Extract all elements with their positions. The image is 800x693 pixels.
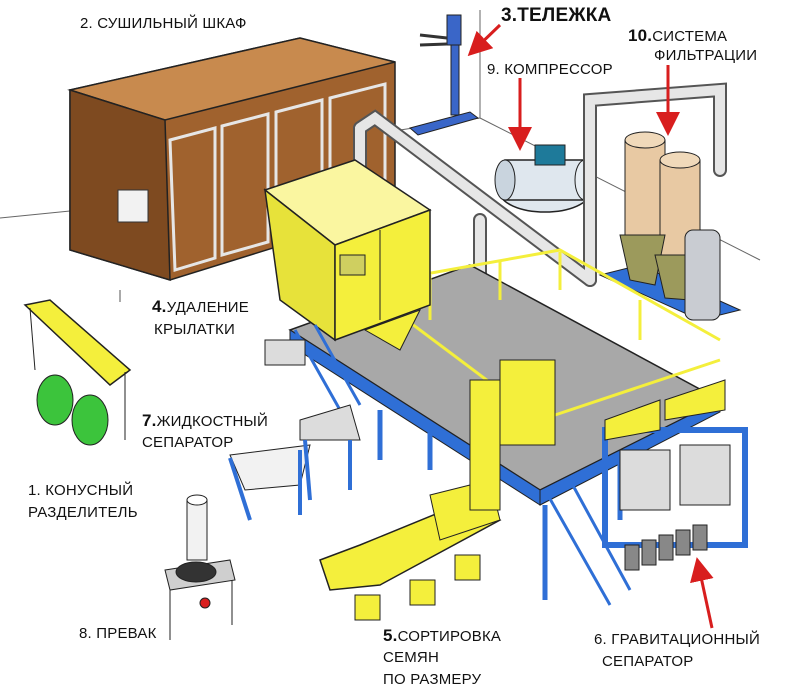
arrow-icon-trolley [467, 23, 502, 57]
compressor [494, 144, 596, 213]
label-filtration-text1: СИСТЕМА [652, 28, 728, 45]
label-dewinging-text1: УДАЛЕНИЕ [166, 299, 249, 316]
label-drying-cabinet: 2. СУШИЛЬНЫЙ ШКАФ [80, 15, 247, 32]
red-pointer-arrows [467, 23, 714, 629]
label-dewinging-line2: КРЫЛАТКИ [154, 321, 235, 338]
trolley [408, 14, 480, 136]
dewinging-machine [263, 159, 432, 351]
label-cone-separator-line2: РАЗДЕЛИТЕЛЬ [28, 504, 138, 521]
liquid-separator [228, 339, 361, 521]
label-cone-separator-line1: 1. КОНУСНЫЙ [28, 482, 134, 499]
label-dewinging-line1: 4.УДАЛЕНИЕ [152, 297, 249, 317]
seed-size-sorter [319, 359, 556, 621]
prevac [164, 494, 236, 640]
label-sorting-line2: СЕМЯН [383, 649, 439, 666]
filtration-system [598, 131, 742, 321]
label-sorting-number: 5. [383, 626, 398, 645]
label-gravity-separator-line1: 6. ГРАВИТАЦИОННЫЙ [594, 631, 760, 648]
label-sorting-text1: СОРТИРОВКА [397, 628, 502, 645]
label-sorting-line1: 5.СОРТИРОВКА [383, 626, 501, 646]
label-compressor: 9. КОМПРЕССОР [487, 61, 613, 78]
cone-separator [23, 299, 132, 446]
label-prevac: 8. ПРЕВАК [79, 625, 157, 642]
arrow-icon-gravity [690, 557, 714, 629]
label-liquid-separator-line2: СЕПАРАТОР [142, 434, 234, 451]
label-dewinging-number: 4. [152, 297, 167, 316]
label-filtration-line1: 10.СИСТЕМА [628, 26, 727, 46]
label-trolley: 3.ТЕЛЕЖКА [501, 5, 612, 26]
gravity-separator [602, 379, 748, 571]
label-filtration-number: 10. [628, 26, 653, 45]
label-liquid-separator-line1: 7.ЖИДКОСТНЫЙ [142, 411, 268, 431]
label-filtration-line2: ФИЛЬТРАЦИИ [654, 47, 758, 64]
label-sorting-line3: ПО РАЗМЕРУ [383, 671, 482, 688]
label-liquid-separator-text1: ЖИДКОСТНЫЙ [156, 413, 268, 430]
label-liquid-separator-number: 7. [142, 411, 157, 430]
label-gravity-separator-line2: СЕПАРАТОР [602, 653, 694, 670]
